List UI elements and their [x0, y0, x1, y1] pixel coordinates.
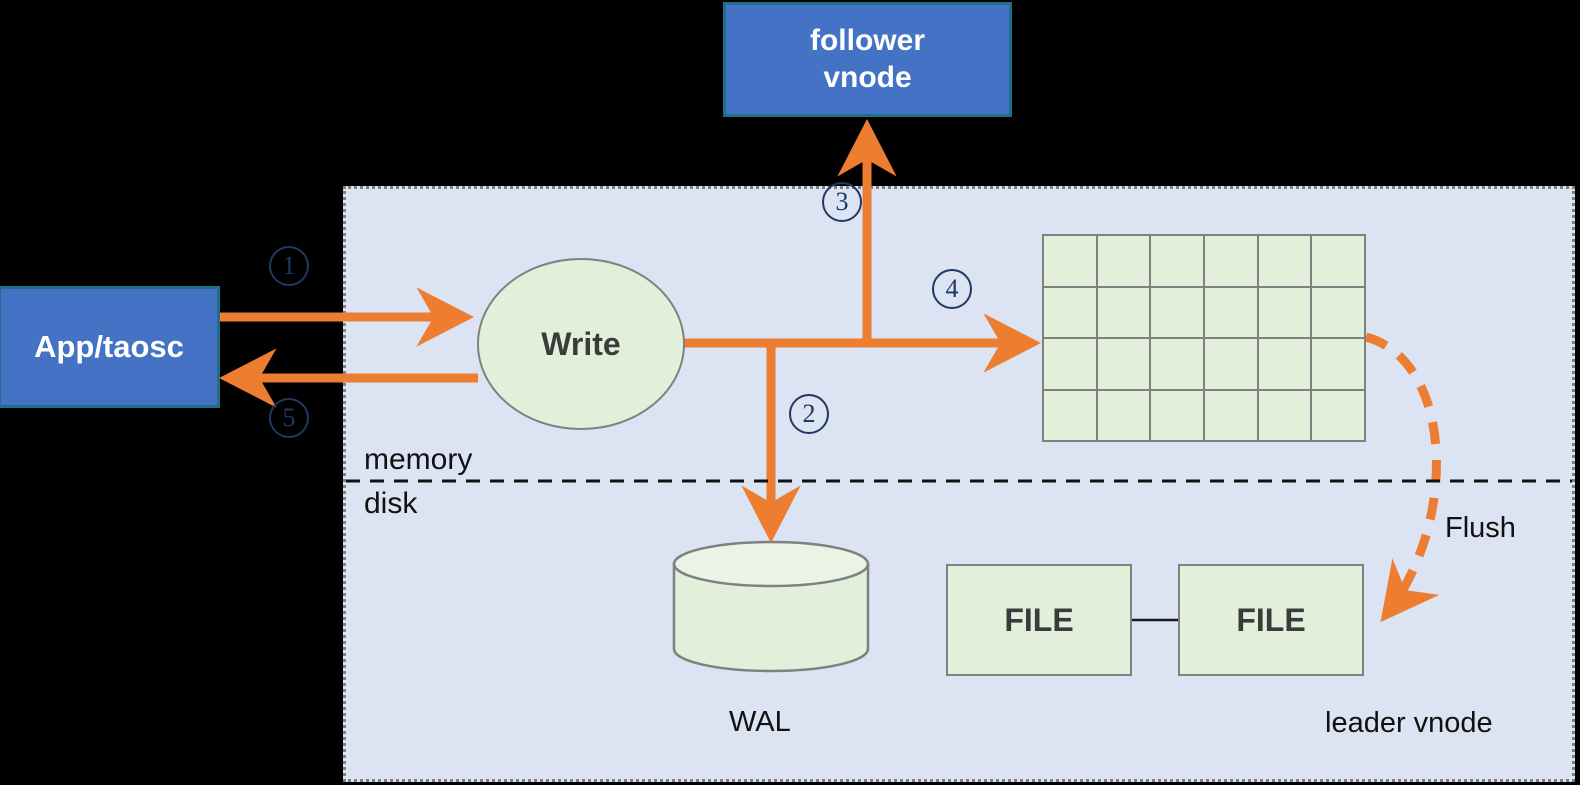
node-follower-vnode-line1: follower: [809, 23, 925, 57]
arrow-flush-memtable-to-file: [1364, 332, 1441, 623]
memtable-cell: [1044, 236, 1096, 286]
memtable-cell: [1044, 287, 1096, 337]
memtable-cell: [1044, 390, 1096, 440]
node-file-1[interactable]: FILE: [946, 564, 1132, 676]
memtable-cell: [1258, 390, 1311, 440]
memtable-cell: [1044, 339, 1096, 389]
memtable-cell: [1312, 390, 1364, 440]
step-marker-3: 3: [822, 182, 862, 222]
memtable-cell: [1151, 339, 1203, 389]
node-app-taosc-label: App/taosc: [34, 329, 184, 364]
database-cylinder-icon[interactable]: [672, 540, 870, 673]
memtable-cell: [1151, 390, 1203, 440]
node-file-2[interactable]: FILE: [1178, 564, 1364, 676]
node-file-1-label: FILE: [1004, 601, 1074, 638]
memtable-cell: [1151, 287, 1203, 337]
memtable-cell: [1312, 236, 1364, 286]
node-follower-vnode-line2: vnode: [823, 60, 912, 94]
memtable-cell: [1205, 390, 1257, 440]
memtable-cell: [1258, 287, 1311, 337]
memtable-cell: [1097, 236, 1150, 286]
step-marker-2: 2: [789, 394, 829, 434]
label-memory: memory: [364, 443, 473, 476]
memtable-cell: [1258, 236, 1311, 286]
node-follower-vnode[interactable]: follower vnode: [723, 2, 1012, 117]
label-flush: Flush: [1445, 512, 1516, 544]
memtable-cell: [1205, 236, 1257, 286]
node-app-taosc[interactable]: App/taosc: [0, 286, 220, 408]
step-marker-5: 5: [269, 398, 309, 438]
node-write[interactable]: Write: [477, 258, 685, 430]
label-disk: disk: [364, 487, 418, 520]
step-marker-1: 1: [269, 246, 309, 286]
label-wal: WAL: [729, 706, 791, 738]
memtable-cell: [1312, 287, 1364, 337]
memtable-cell: [1097, 390, 1150, 440]
step-marker-4: 4: [932, 269, 972, 309]
node-file-2-label: FILE: [1236, 601, 1306, 638]
memtable-cell: [1205, 287, 1257, 337]
memtable-cell: [1151, 236, 1203, 286]
memtable-cell: [1258, 339, 1311, 389]
node-write-label: Write: [541, 325, 621, 362]
label-leader-vnode: leader vnode: [1325, 707, 1493, 739]
memtable-cell: [1312, 339, 1364, 389]
memtable-cell: [1097, 339, 1150, 389]
memtable-cell: [1205, 339, 1257, 389]
memtable-grid-icon[interactable]: [1042, 234, 1366, 442]
memtable-cell: [1097, 287, 1150, 337]
